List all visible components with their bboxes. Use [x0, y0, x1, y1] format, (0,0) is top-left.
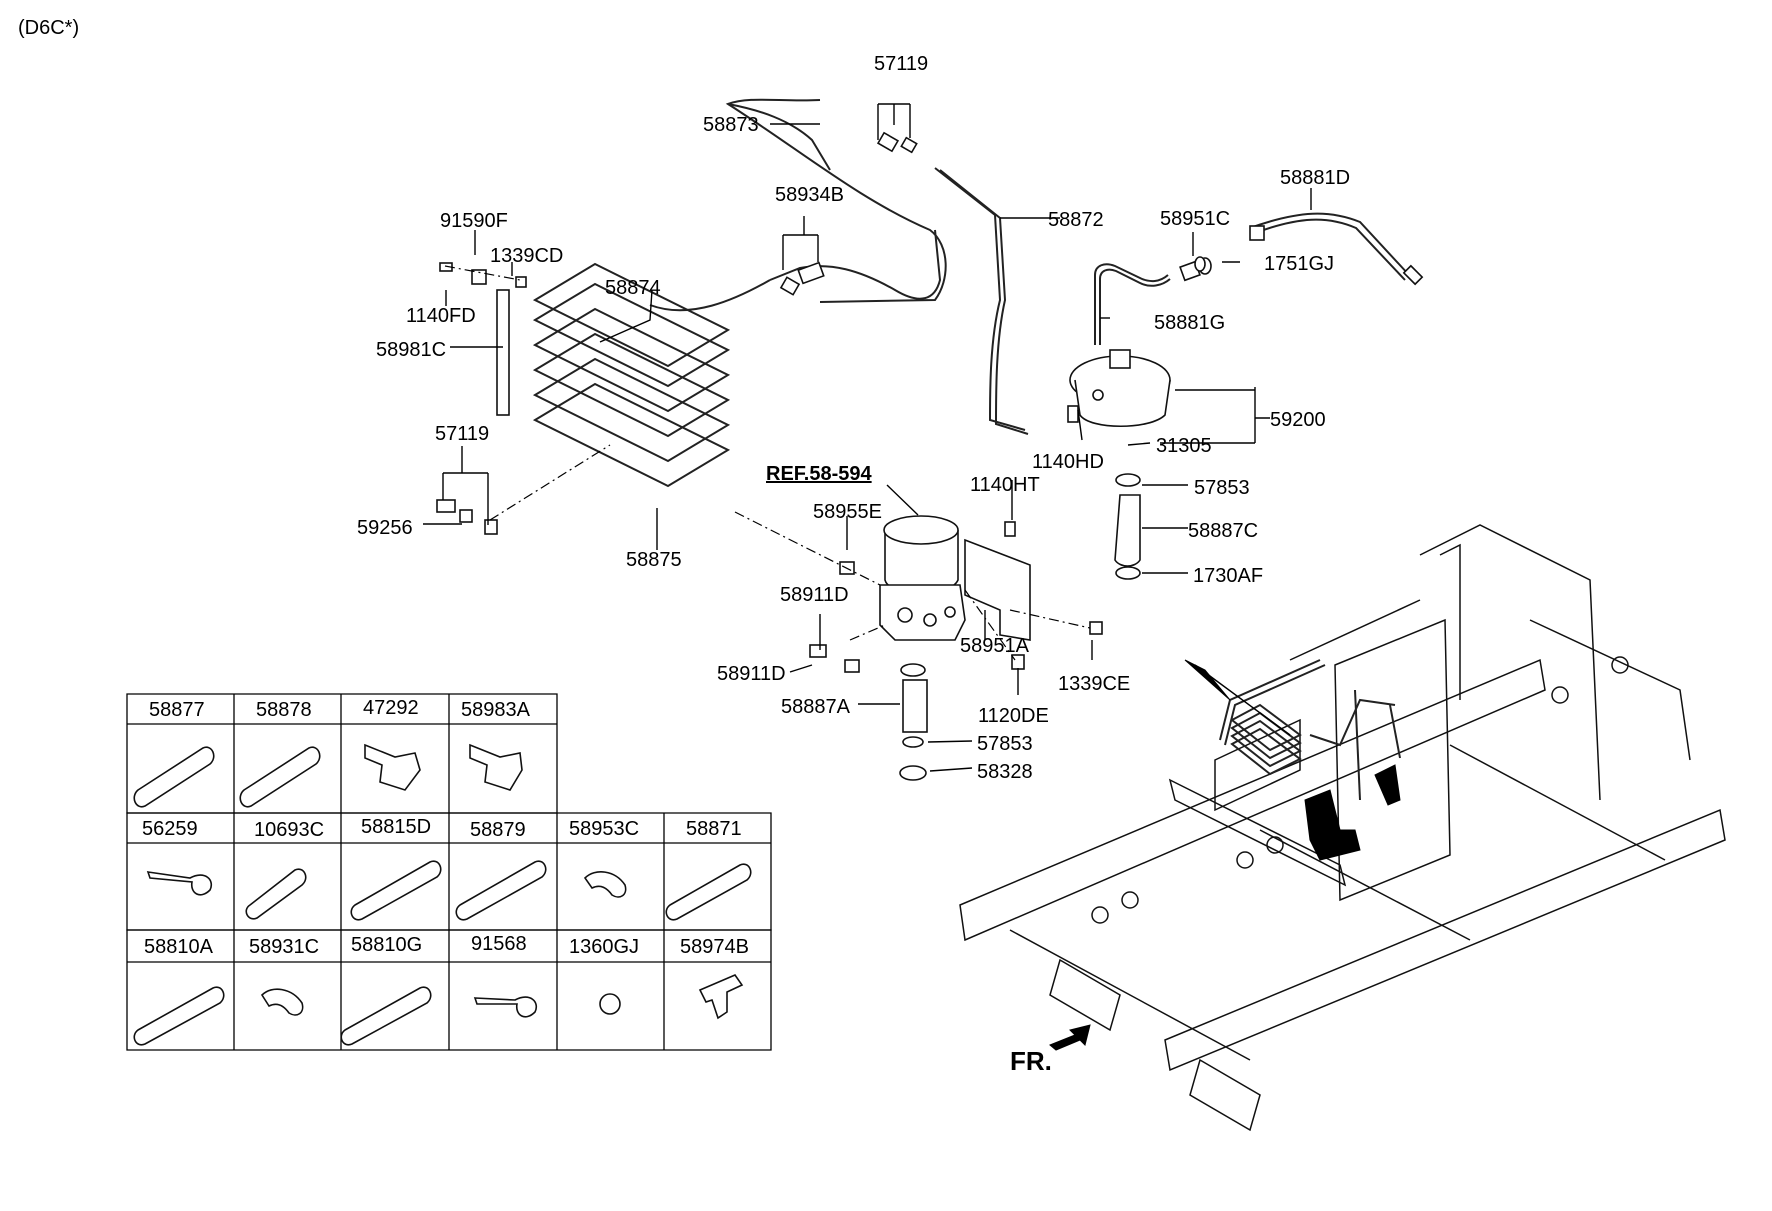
bracket-58981C: [496, 289, 510, 416]
bracket-icon: [469, 743, 523, 791]
air-dryer-ref-58-594: [879, 515, 966, 641]
callout-58911D-b: 58911D: [717, 663, 786, 685]
table-cell-label: 47292: [363, 697, 419, 719]
bracket-icon: [364, 743, 421, 791]
clip-icon: [599, 993, 621, 1015]
callout-1140HT: 1140HT: [970, 474, 1040, 496]
air-dryer-59200: [1069, 349, 1171, 428]
table-cell-label: 58871: [686, 818, 742, 840]
callout-58874: 58874: [605, 277, 661, 299]
table-cell-label: 58877: [149, 699, 205, 721]
callout-57853-top: 57853: [1194, 477, 1250, 499]
table-cell-label: 58983A: [461, 699, 531, 721]
pipe-58872: [934, 167, 1029, 435]
callout-59200: 59200: [1270, 409, 1326, 431]
elbow-hose-icon: [583, 871, 627, 898]
callout-58873: 58873: [703, 114, 759, 136]
parts-table: [126, 693, 772, 1051]
pipe-58873: [725, 98, 947, 303]
cable-tie-icon: [473, 996, 537, 1018]
chassis-frame-illustration: [959, 524, 1726, 1132]
hose-icon: [455, 860, 547, 921]
hose-icon: [133, 746, 215, 808]
callout-1140HD: 1140HD: [1032, 451, 1104, 473]
small-fittings: [436, 131, 1424, 781]
callout-58981C: 58981C: [376, 339, 446, 361]
table-cell-label: 91568: [471, 933, 527, 955]
callout-58887C: 58887C: [1188, 520, 1258, 542]
variant-label: (D6C*): [18, 17, 79, 39]
callout-57853-bottom: 57853: [977, 733, 1033, 755]
callout-58875: 58875: [626, 549, 682, 571]
hose-icon: [350, 860, 442, 921]
callout-1120DE: 1120DE: [978, 705, 1049, 727]
leader-lines: [423, 103, 1312, 772]
hose-58881D: [1249, 212, 1411, 281]
table-cell-label: 10693C: [254, 819, 324, 841]
callout-58934B: 58934B: [775, 184, 844, 206]
hose-icon: [340, 986, 432, 1046]
hose-58887C: [1114, 494, 1141, 567]
table-cell-label: 58810G: [351, 934, 422, 956]
callout-59256: 59256: [357, 517, 413, 539]
elbow-hose-icon: [260, 988, 304, 1016]
callout-58887A: 58887A: [781, 696, 851, 718]
hose-icon: [665, 863, 752, 921]
callout-1339CE: 1339CE: [1058, 673, 1130, 695]
table-cell-label: 58879: [470, 819, 526, 841]
callout-58881D: 58881D: [1280, 167, 1350, 189]
callout-1339CD: 1339CD: [490, 245, 563, 267]
table-cell-label: 58815D: [361, 816, 431, 838]
hose-icon: [133, 986, 225, 1046]
hose-icon: [245, 868, 307, 920]
table-cell-label: 56259: [142, 818, 198, 840]
parts-table-labels: 58877 58878 47292 58983A 56259 10693C 58…: [142, 697, 749, 958]
front-label: FR.: [1010, 1046, 1052, 1076]
hose-58887A: [902, 679, 928, 733]
locator-arrow-head: [1184, 659, 1231, 701]
table-cell-label: 58974B: [680, 936, 749, 958]
callout-1140FD: 1140FD: [406, 305, 476, 327]
tee-connector-icon: [698, 974, 744, 1020]
callout-57119-top: 57119: [874, 53, 928, 75]
parts-table-icons: [133, 743, 752, 1046]
callout-58881G: 58881G: [1154, 312, 1225, 334]
callout-1730AF: 1730AF: [1193, 565, 1263, 587]
cable-tie-icon: [146, 871, 212, 896]
table-cell-label: 58810A: [144, 936, 214, 958]
hose-icon: [239, 746, 321, 808]
callout-58872: 58872: [1048, 209, 1104, 231]
table-cell-label: 58878: [256, 699, 312, 721]
callout-58911D-a: 58911D: [780, 584, 849, 606]
table-cell-label: 58931C: [249, 936, 319, 958]
callout-91590F: 91590F: [440, 210, 508, 232]
table-cell-label: 1360GJ: [569, 936, 639, 958]
table-cell-label: 58953C: [569, 818, 639, 840]
bracket-58951A: [964, 538, 1031, 641]
assembly-dash-lines: [444, 265, 1091, 661]
callouts: 57119 58873 58934B 58872 58881D 91590F 1…: [357, 53, 1350, 1076]
callout-57119-left: 57119: [435, 423, 489, 445]
callout-ref-58-594: REF.58-594: [766, 463, 872, 485]
callout-1751GJ: 1751GJ: [1264, 253, 1334, 275]
callout-58955E: 58955E: [813, 501, 882, 523]
callout-31305: 31305: [1156, 435, 1212, 457]
coil-58874: [532, 262, 771, 488]
pipe-58881G: [1094, 263, 1171, 345]
callout-58328: 58328: [977, 761, 1033, 783]
callout-58951A: 58951A: [960, 635, 1030, 657]
callout-58951C: 58951C: [1160, 208, 1230, 230]
front-direction-arrow: [1049, 1024, 1091, 1051]
